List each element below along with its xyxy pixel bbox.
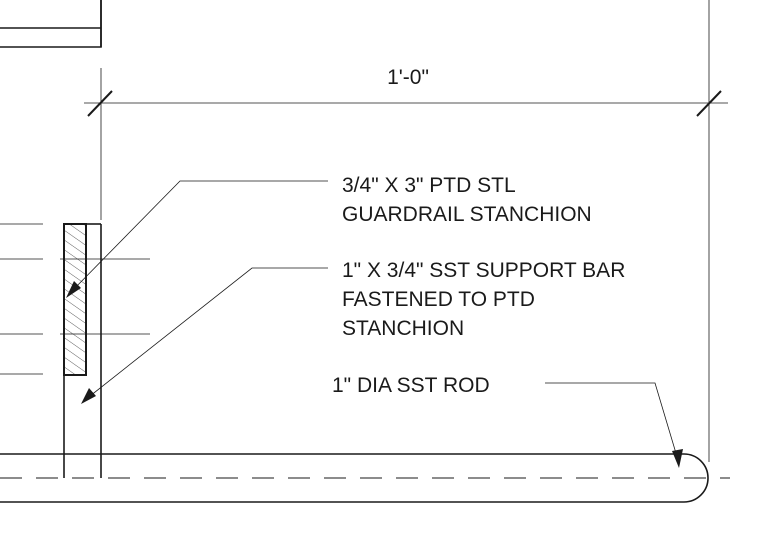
leader-line — [84, 267, 328, 401]
leader-rod — [545, 382, 683, 468]
callout-line: STANCHION — [342, 317, 464, 340]
callout-rod: 1" DIA SST ROD — [332, 374, 490, 397]
callout-line: GUARDRAIL STANCHION — [342, 203, 592, 226]
callout-support-bar: 1" X 3/4" SST SUPPORT BAR FASTENED TO PT… — [342, 259, 631, 340]
leader-support-bar — [81, 267, 328, 404]
callout-line: 1" DIA SST ROD — [332, 374, 490, 397]
leader-stanchion — [66, 180, 328, 298]
guardrail-stanchion — [63, 223, 102, 478]
dimension-1ft: 1'-0" — [84, 0, 728, 462]
rod-outline — [0, 453, 709, 503]
dimension-tick-left — [87, 90, 113, 117]
upper-member-outline — [0, 0, 102, 48]
callout-line: 3/4" X 3" PTD STL — [342, 174, 515, 197]
leader-arrowhead — [66, 281, 81, 298]
stanchion-section — [63, 223, 87, 376]
leader-line — [545, 382, 679, 461]
leader-arrowhead — [672, 449, 683, 468]
sst-rod — [0, 453, 730, 503]
dimension-label: 1'-0" — [387, 66, 429, 89]
leader-line — [69, 180, 328, 294]
dimension-tick-right — [696, 90, 722, 117]
leader-arrowhead — [81, 388, 96, 404]
stanchion-hatch — [64, 224, 86, 375]
callout-line: 1" X 3/4" SST SUPPORT BAR — [342, 259, 625, 282]
callout-line: FASTENED TO PTD — [342, 288, 535, 311]
callout-stanchion: 3/4" X 3" PTD STL GUARDRAIL STANCHION — [342, 174, 592, 226]
